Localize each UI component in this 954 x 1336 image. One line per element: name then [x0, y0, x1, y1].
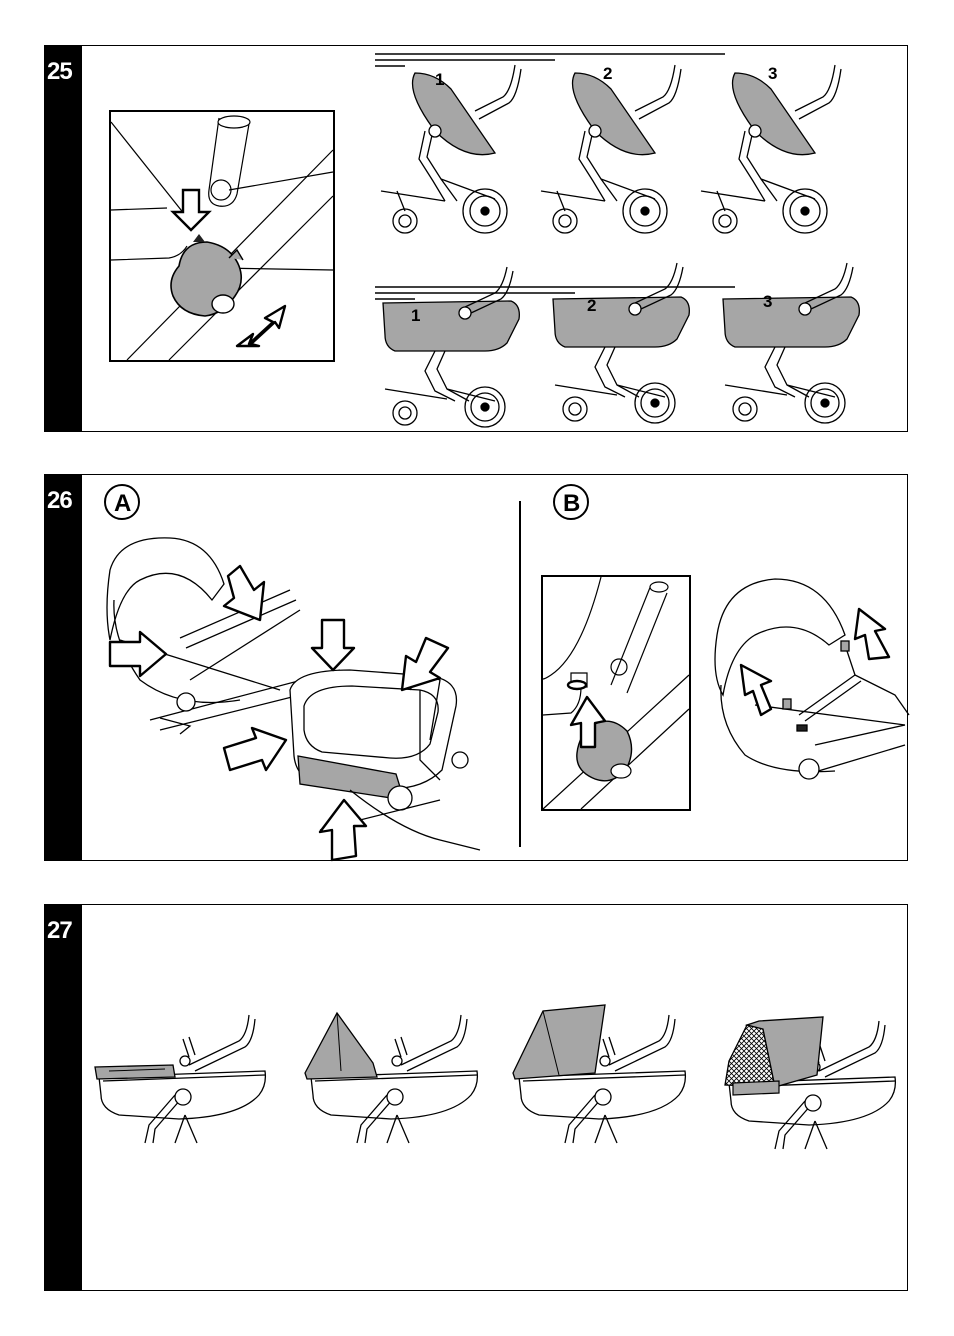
- carrycot-label-1: 1: [411, 306, 420, 325]
- step-26-number: 26: [47, 487, 72, 515]
- release-button: [568, 681, 586, 689]
- step-26-bar: 26: [45, 475, 82, 860]
- step-25-number: 25: [47, 58, 72, 86]
- carrycot-label-3: 3: [763, 292, 772, 311]
- carrycot-positions: 1 2 3: [375, 271, 905, 431]
- step-25-bar: 25: [45, 46, 82, 431]
- part-a-label: A: [114, 490, 131, 517]
- part-a-marker: A: [103, 483, 143, 523]
- seat-recline-positions: 1 2 3: [375, 51, 905, 241]
- part-b-marker: B: [552, 483, 592, 523]
- step-27-bar: 27: [45, 905, 82, 1290]
- carrycot-attach-illustration: [100, 530, 500, 860]
- canopy-extended-with-mesh: [725, 1017, 895, 1149]
- step-27-number: 27: [47, 917, 72, 945]
- carrycot-label-2: 2: [587, 296, 596, 315]
- recline-label-2: 2: [603, 64, 612, 83]
- canopy-open: [513, 1005, 685, 1143]
- step-25-panel: 25: [44, 45, 908, 432]
- canopy-unfold-sequence: [89, 995, 889, 1165]
- part-b-label: B: [563, 490, 580, 517]
- step-26-panel: 26 A: [44, 474, 908, 861]
- canopy-folded: [95, 1015, 265, 1143]
- release-button-detail: [541, 575, 691, 811]
- step-27-panel: 27: [44, 904, 908, 1291]
- canopy-partly-open: [305, 1013, 477, 1143]
- recline-lever-detail: [109, 110, 335, 362]
- recline-label-3: 3: [768, 64, 777, 83]
- canopy-remove-illustration: [705, 575, 911, 795]
- recline-label-1: 1: [435, 70, 444, 89]
- part-divider: [519, 501, 521, 847]
